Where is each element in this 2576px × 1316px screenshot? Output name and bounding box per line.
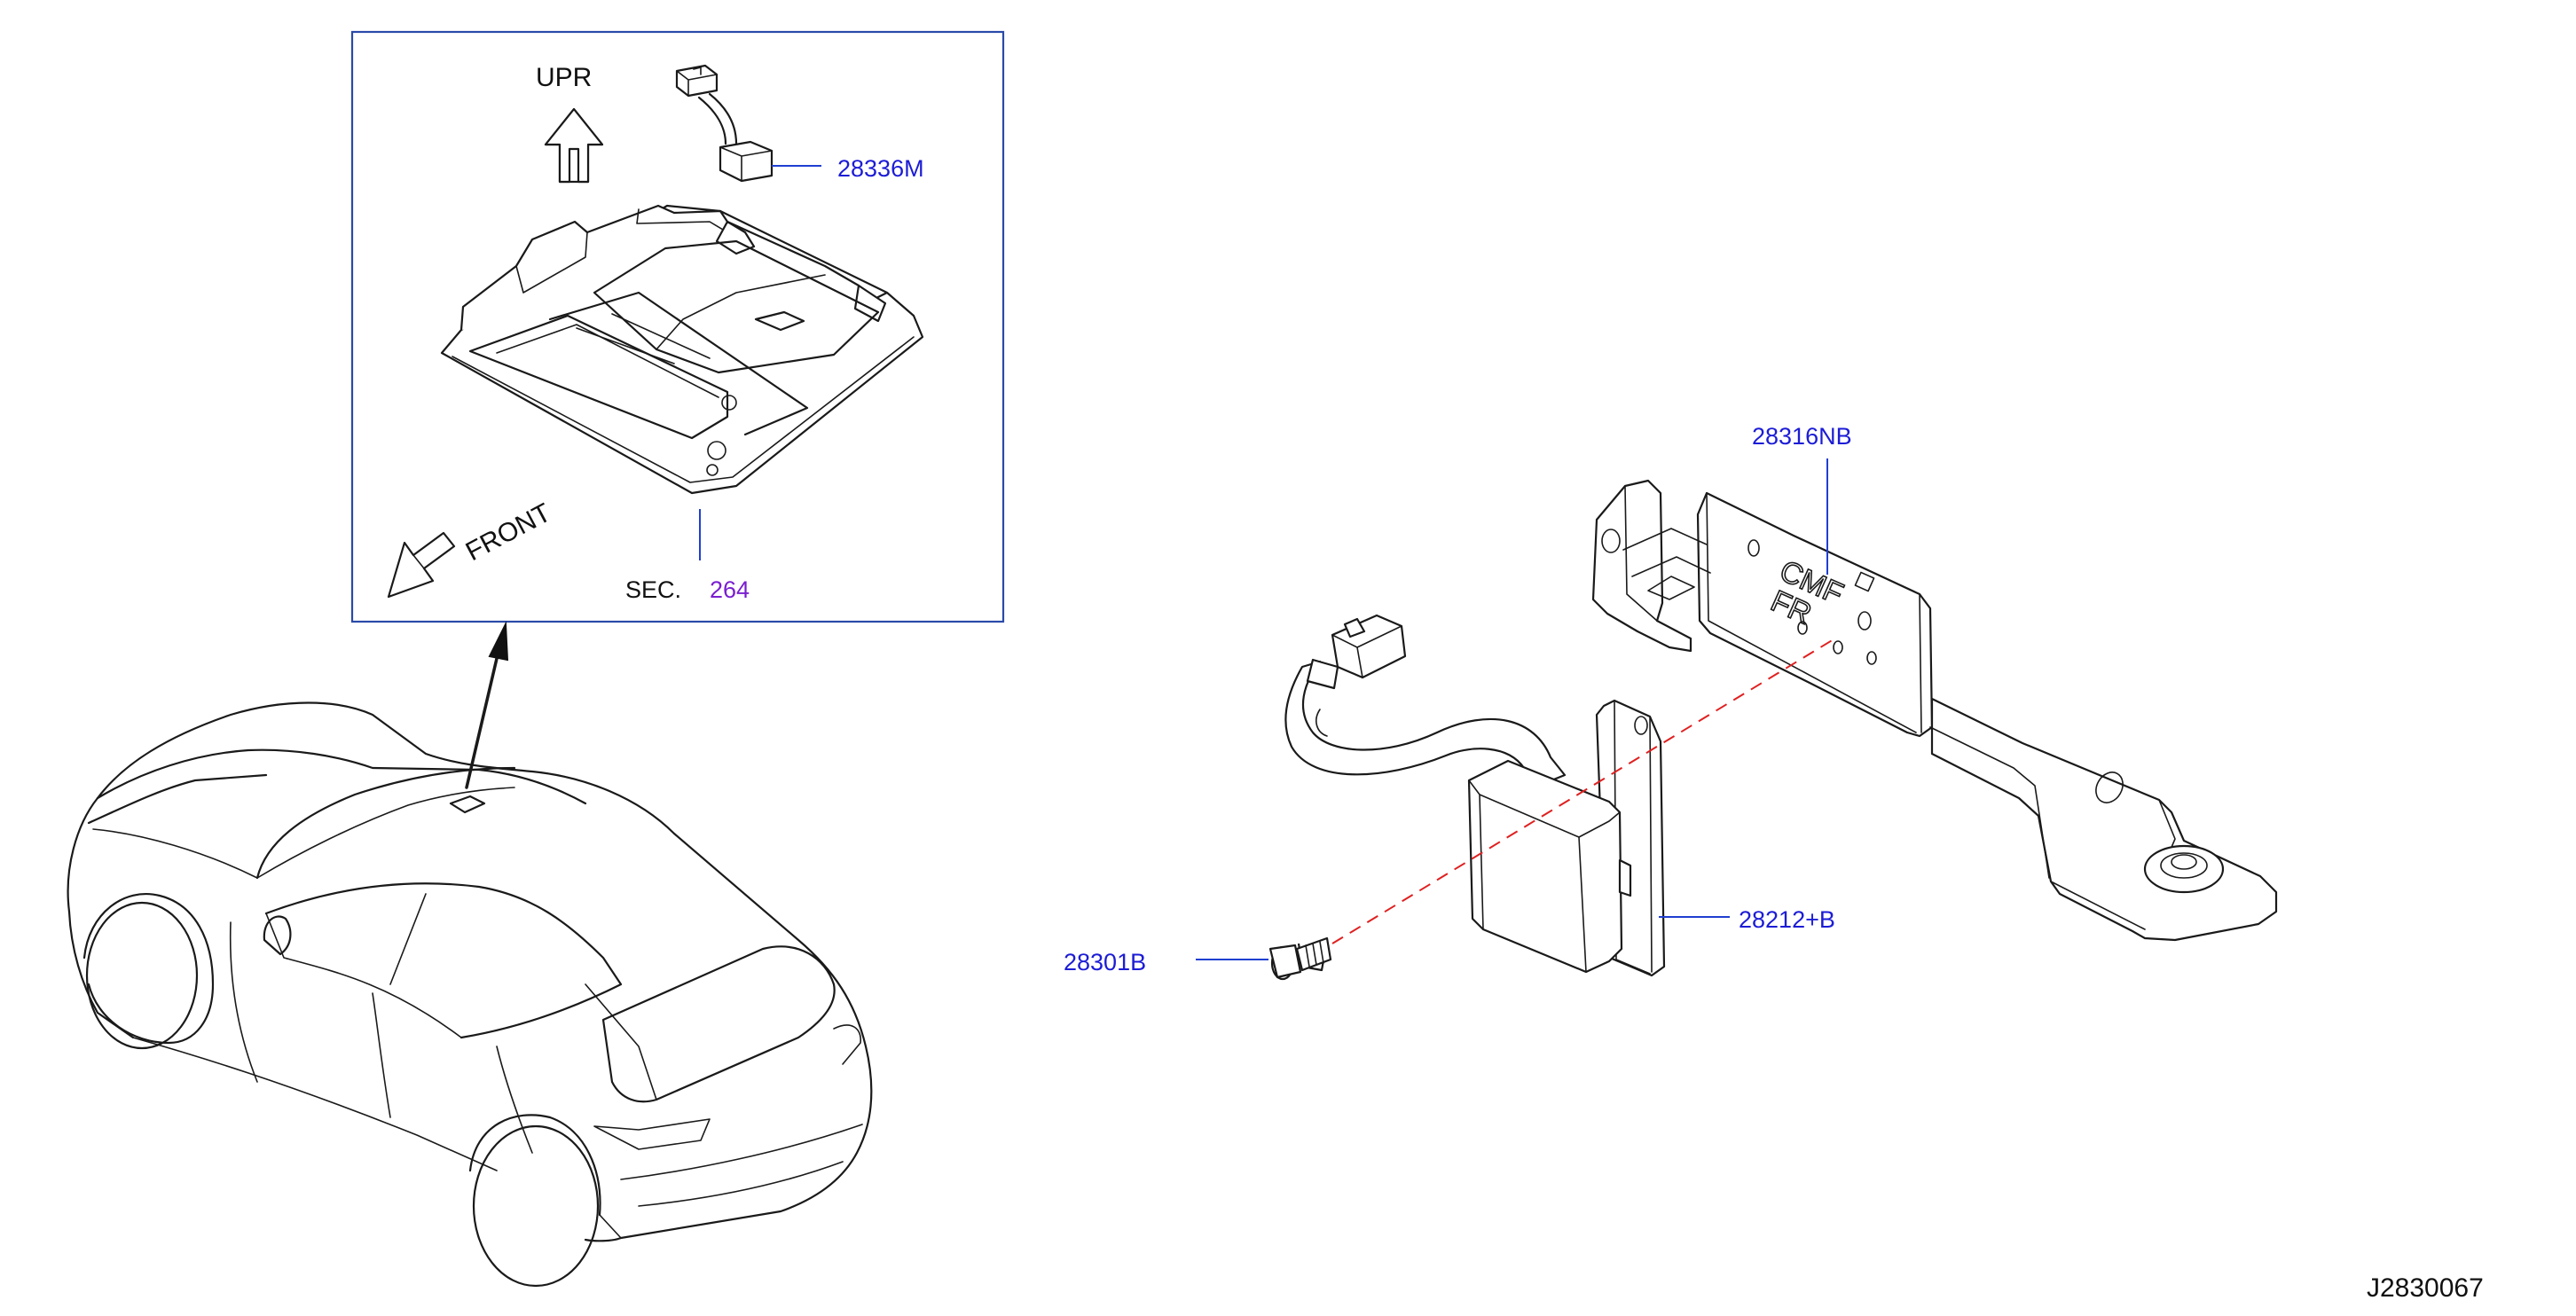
front-label: FRONT — [461, 498, 556, 568]
detail-inset-frame — [350, 30, 1005, 623]
upr-label: UPR — [536, 63, 592, 92]
section-prefix: SEC. — [625, 576, 681, 603]
vehicle-outline-drawing — [67, 701, 873, 1288]
connector-28336m-drawing — [675, 64, 774, 183]
section-reference-264[interactable]: 264 — [710, 576, 750, 603]
location-pointer-arrow-icon — [465, 621, 509, 789]
diagram-id: J2830067 — [2367, 1273, 2484, 1303]
mounting-bracket-drawing: CMF FR — [1591, 479, 2278, 942]
part-number-28301b[interactable]: 28301B — [1064, 949, 1146, 975]
part-number-28316nb[interactable]: 28316NB — [1752, 423, 1852, 450]
bolt-drawing — [1268, 936, 1332, 981]
map-lamp-console-drawing — [440, 204, 924, 495]
control-unit-drawing — [1284, 614, 1666, 977]
assembly-alignment-dashed-line — [1331, 636, 1839, 944]
part-number-28212b[interactable]: 28212+B — [1739, 906, 1835, 933]
front-arrow-icon — [387, 531, 456, 599]
part-number-28336m[interactable]: 28336M — [837, 155, 924, 182]
upr-arrow-icon — [544, 107, 604, 184]
